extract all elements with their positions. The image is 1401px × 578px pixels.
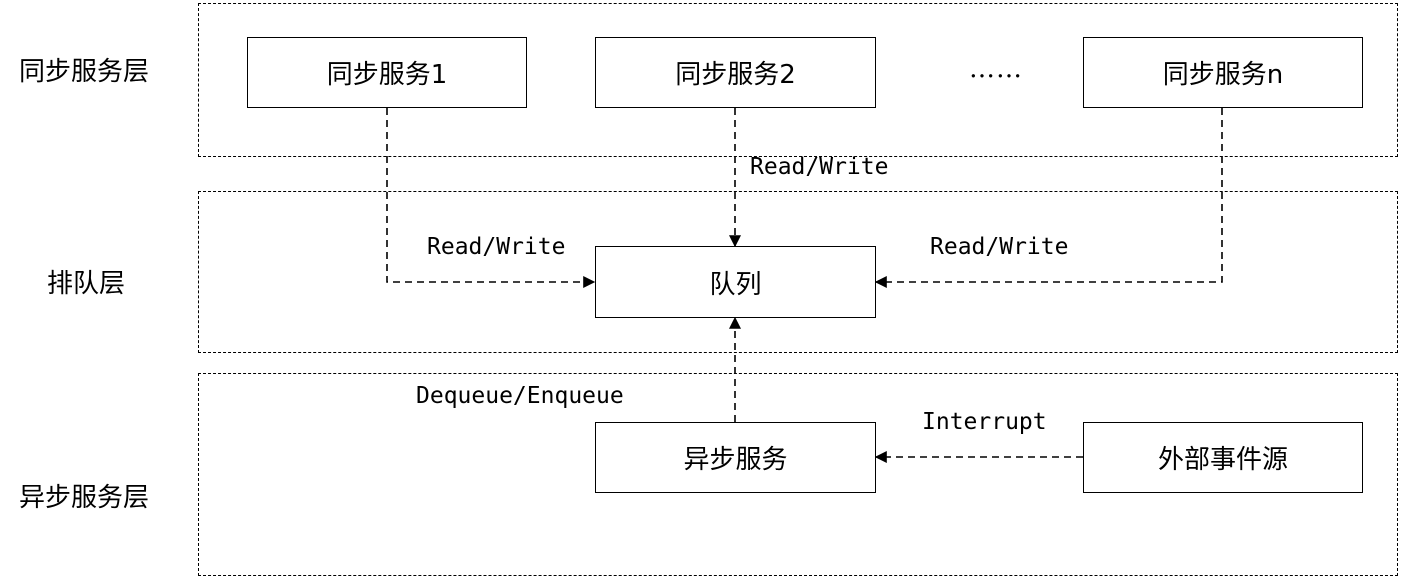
sync-service-2-node: 同步服务2 xyxy=(595,37,876,108)
external-event-source-node: 外部事件源 xyxy=(1083,422,1363,493)
sync-service-n-node: 同步服务n xyxy=(1083,37,1363,108)
ellipsis: …… xyxy=(969,54,1023,84)
async-service-node: 异步服务 xyxy=(595,422,876,493)
queue-layer-label: 排队层 xyxy=(47,269,126,299)
sync-layer xyxy=(198,3,1398,157)
edge-label-sync1-read-write: Read/Write xyxy=(427,234,566,260)
edge-syncn-to-queue xyxy=(874,108,1223,288)
edge-sync1-to-queue xyxy=(386,108,596,288)
sync-layer-label: 同步服务层 xyxy=(19,57,150,87)
async-layer-label: 异步服务层 xyxy=(19,483,150,513)
edge-label-sync2-read-write: Read/Write xyxy=(750,154,889,180)
queue-layer xyxy=(198,191,1398,353)
edge-label-interrupt: Interrupt xyxy=(922,409,1047,435)
edge-label-syncn-read-write: Read/Write xyxy=(930,234,1069,260)
sync-service-1-node: 同步服务1 xyxy=(247,37,527,108)
queue-node: 队列 xyxy=(595,246,876,318)
edge-label-dequeue-enqueue: Dequeue/Enqueue xyxy=(416,383,624,409)
async-layer xyxy=(198,373,1398,576)
